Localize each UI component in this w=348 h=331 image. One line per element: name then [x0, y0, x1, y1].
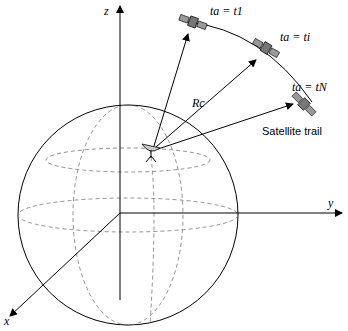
- time-label: ta = t1: [210, 4, 243, 18]
- range-label: Rc: [192, 96, 205, 110]
- axis-label: x: [4, 314, 9, 328]
- time-label: ta = ti: [280, 30, 310, 44]
- trail-label: Satellite trail: [262, 124, 322, 138]
- axis-label: y: [328, 196, 333, 210]
- time-label: ta = tN: [292, 80, 327, 94]
- axis-label: z: [104, 4, 109, 18]
